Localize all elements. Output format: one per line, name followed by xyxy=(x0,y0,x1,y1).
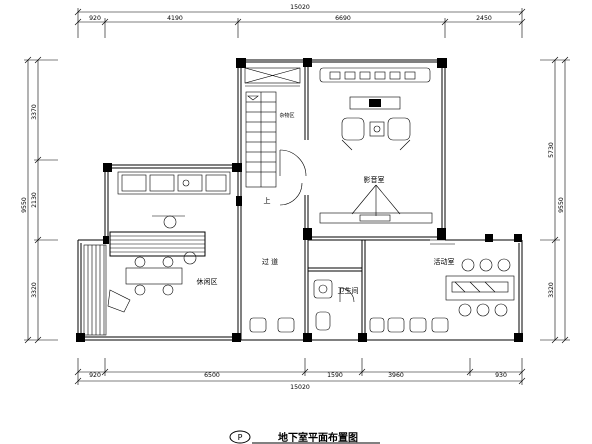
dim-top-4: 2450 xyxy=(476,15,492,22)
left-dimensions: 9550 3370 2130 3320 xyxy=(21,56,58,344)
top-dimensions: 15020 920 4190 6690 2450 xyxy=(74,4,526,38)
dim-right-2: 3320 xyxy=(548,282,555,298)
dim-bottom-3: 1590 xyxy=(327,372,343,379)
walls xyxy=(77,59,523,341)
dim-top-3: 6690 xyxy=(335,15,351,22)
label-activity: 活动室 xyxy=(434,257,455,266)
label-corridor: 过 道 xyxy=(262,257,278,266)
dim-left-3: 3320 xyxy=(31,282,38,298)
bathroom-fixtures xyxy=(313,279,355,331)
label-up: 上 xyxy=(264,196,271,205)
label-bathroom: 卫生间 xyxy=(338,286,359,295)
dim-bottom-4: 3960 xyxy=(388,372,404,379)
room-labels: 杂物区 影音室 上 过 道 活动室 休闲区 卫生间 xyxy=(197,112,455,295)
dim-left-1: 3370 xyxy=(31,104,38,120)
activity-furniture xyxy=(430,239,515,317)
corridor-furniture xyxy=(249,317,449,333)
bottom-dimensions: 920 6500 1590 3960 930 15020 xyxy=(74,358,526,391)
label-lounge: 休闲区 xyxy=(197,277,218,286)
right-dimensions: 5730 3320 9550 xyxy=(540,56,570,344)
dim-top-2: 4190 xyxy=(167,15,183,22)
label-theater: 影音室 xyxy=(364,175,385,184)
dim-bottom-1: 920 xyxy=(89,372,101,379)
columns xyxy=(76,58,523,342)
stair-area xyxy=(244,67,307,206)
dim-left-total: 9550 xyxy=(21,197,28,213)
dim-bottom-total: 15020 xyxy=(290,384,310,391)
dim-top-1: 920 xyxy=(89,15,101,22)
dim-top-total: 15020 xyxy=(290,4,310,11)
dim-right-total: 9550 xyxy=(558,197,565,213)
label-storage: 杂物区 xyxy=(279,112,294,119)
dim-left-2: 2130 xyxy=(31,192,38,208)
drawing-title: P 地下室平面布置图 xyxy=(229,430,380,444)
title-symbol: P xyxy=(238,433,243,442)
dim-bottom-5: 930 xyxy=(495,372,507,379)
dim-right-1: 5730 xyxy=(548,142,555,158)
lounge-furniture xyxy=(83,171,231,336)
page-title: 地下室平面布置图 xyxy=(278,431,358,444)
title-symbol-circle xyxy=(229,430,251,444)
dim-bottom-2: 6500 xyxy=(204,372,220,379)
theater-furniture xyxy=(319,67,433,224)
